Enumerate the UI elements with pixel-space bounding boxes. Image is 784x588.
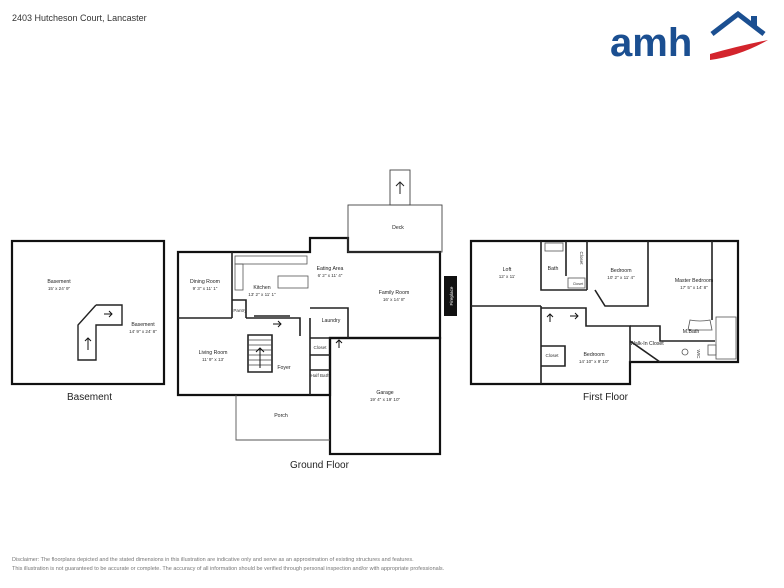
- room-dims: 13' 2" x 11' 1": [248, 292, 276, 297]
- room-label: WIC: [696, 350, 701, 360]
- stairs-up-arrow-icon: [255, 347, 265, 368]
- room-dims: 9' 3" x 11' 1": [193, 286, 218, 291]
- room-dims: 16' x 14' 8": [383, 297, 406, 302]
- room-label: Laundry: [322, 318, 341, 324]
- room-dims: 6' 2" x 11' 4": [318, 273, 343, 278]
- floor-label-basement: Basement: [67, 392, 113, 403]
- disclaimer-line-1: Disclaimer: The floorplans depicted and …: [12, 557, 414, 563]
- room-label: Kitchen: [253, 285, 270, 291]
- house-roof-icon: [710, 10, 766, 36]
- room-label: Family Room: [379, 290, 410, 296]
- arrow-right-icon: [570, 312, 579, 320]
- room-label: Loft: [503, 267, 512, 273]
- room-label: Deck: [392, 225, 404, 231]
- room-label: Living Room: [199, 350, 228, 356]
- room-label: Closet: [573, 282, 583, 286]
- room-label: Bath: [548, 266, 559, 272]
- room-label: Closet: [579, 251, 584, 265]
- floor-label-first: First Floor: [583, 392, 628, 403]
- room-label: Dining Room: [190, 279, 220, 285]
- room-dims: 15' x 24' 9": [48, 286, 71, 291]
- room-dims: 19' 4" x 19' 10": [370, 397, 401, 402]
- swoosh-icon: [710, 40, 768, 60]
- room-label: Walk-In Closet: [630, 341, 664, 347]
- room-label: Basement: [47, 279, 71, 285]
- property-address: 2403 Hutcheson Court, Lancaster: [12, 13, 147, 23]
- room-dims: 10' 2" x 11' 4": [607, 275, 635, 280]
- room-label: Fireplace: [449, 286, 454, 305]
- arrow-up-icon: [546, 313, 554, 322]
- room-dims: 11' 9" x 13': [202, 357, 224, 362]
- room-label: Closet: [545, 353, 559, 358]
- room-label: Closet: [313, 345, 327, 350]
- arrow-up-icon: [335, 339, 343, 348]
- room-label: Porch: [274, 413, 288, 419]
- room-dims: 12' x 11': [499, 274, 516, 279]
- room-label: Eating Area: [317, 266, 344, 272]
- deck-stairs: [389, 169, 411, 206]
- garage-outline: [328, 336, 442, 456]
- room-label: Pantry: [233, 308, 247, 313]
- arrow-up-icon: [84, 337, 92, 350]
- fireplace: [444, 276, 457, 316]
- room-label: Bedroom: [610, 268, 631, 274]
- amh-logo: amh: [610, 10, 768, 64]
- arrow-up-icon: [395, 181, 405, 194]
- stairs-arrow-icon: [273, 320, 282, 328]
- room-label: Bedroom: [583, 352, 604, 358]
- room-label: Basement: [131, 322, 155, 328]
- room-label: M.Bath: [683, 329, 700, 335]
- disclaimer-line-2: This illustration is not guaranteed to b…: [12, 566, 445, 572]
- room-label: Garage: [376, 390, 393, 396]
- room-label: Half Bath: [311, 373, 330, 378]
- ground-floor-outline: [176, 236, 442, 397]
- room-label: Foyer: [277, 365, 291, 371]
- room-dims: 14' 9" x 24' 8": [129, 329, 157, 334]
- room-dims: 17' 5" x 14' 8": [680, 285, 708, 290]
- logo-text: amh: [610, 21, 692, 64]
- room-dims: 14' 10" x 9' 10": [579, 359, 610, 364]
- basement-outline: [10, 239, 166, 386]
- floor-label-ground: Ground Floor: [290, 460, 349, 471]
- arrow-right-icon: [104, 310, 113, 318]
- porch-outline: [235, 395, 330, 441]
- room-label: Master Bedroom: [675, 278, 713, 284]
